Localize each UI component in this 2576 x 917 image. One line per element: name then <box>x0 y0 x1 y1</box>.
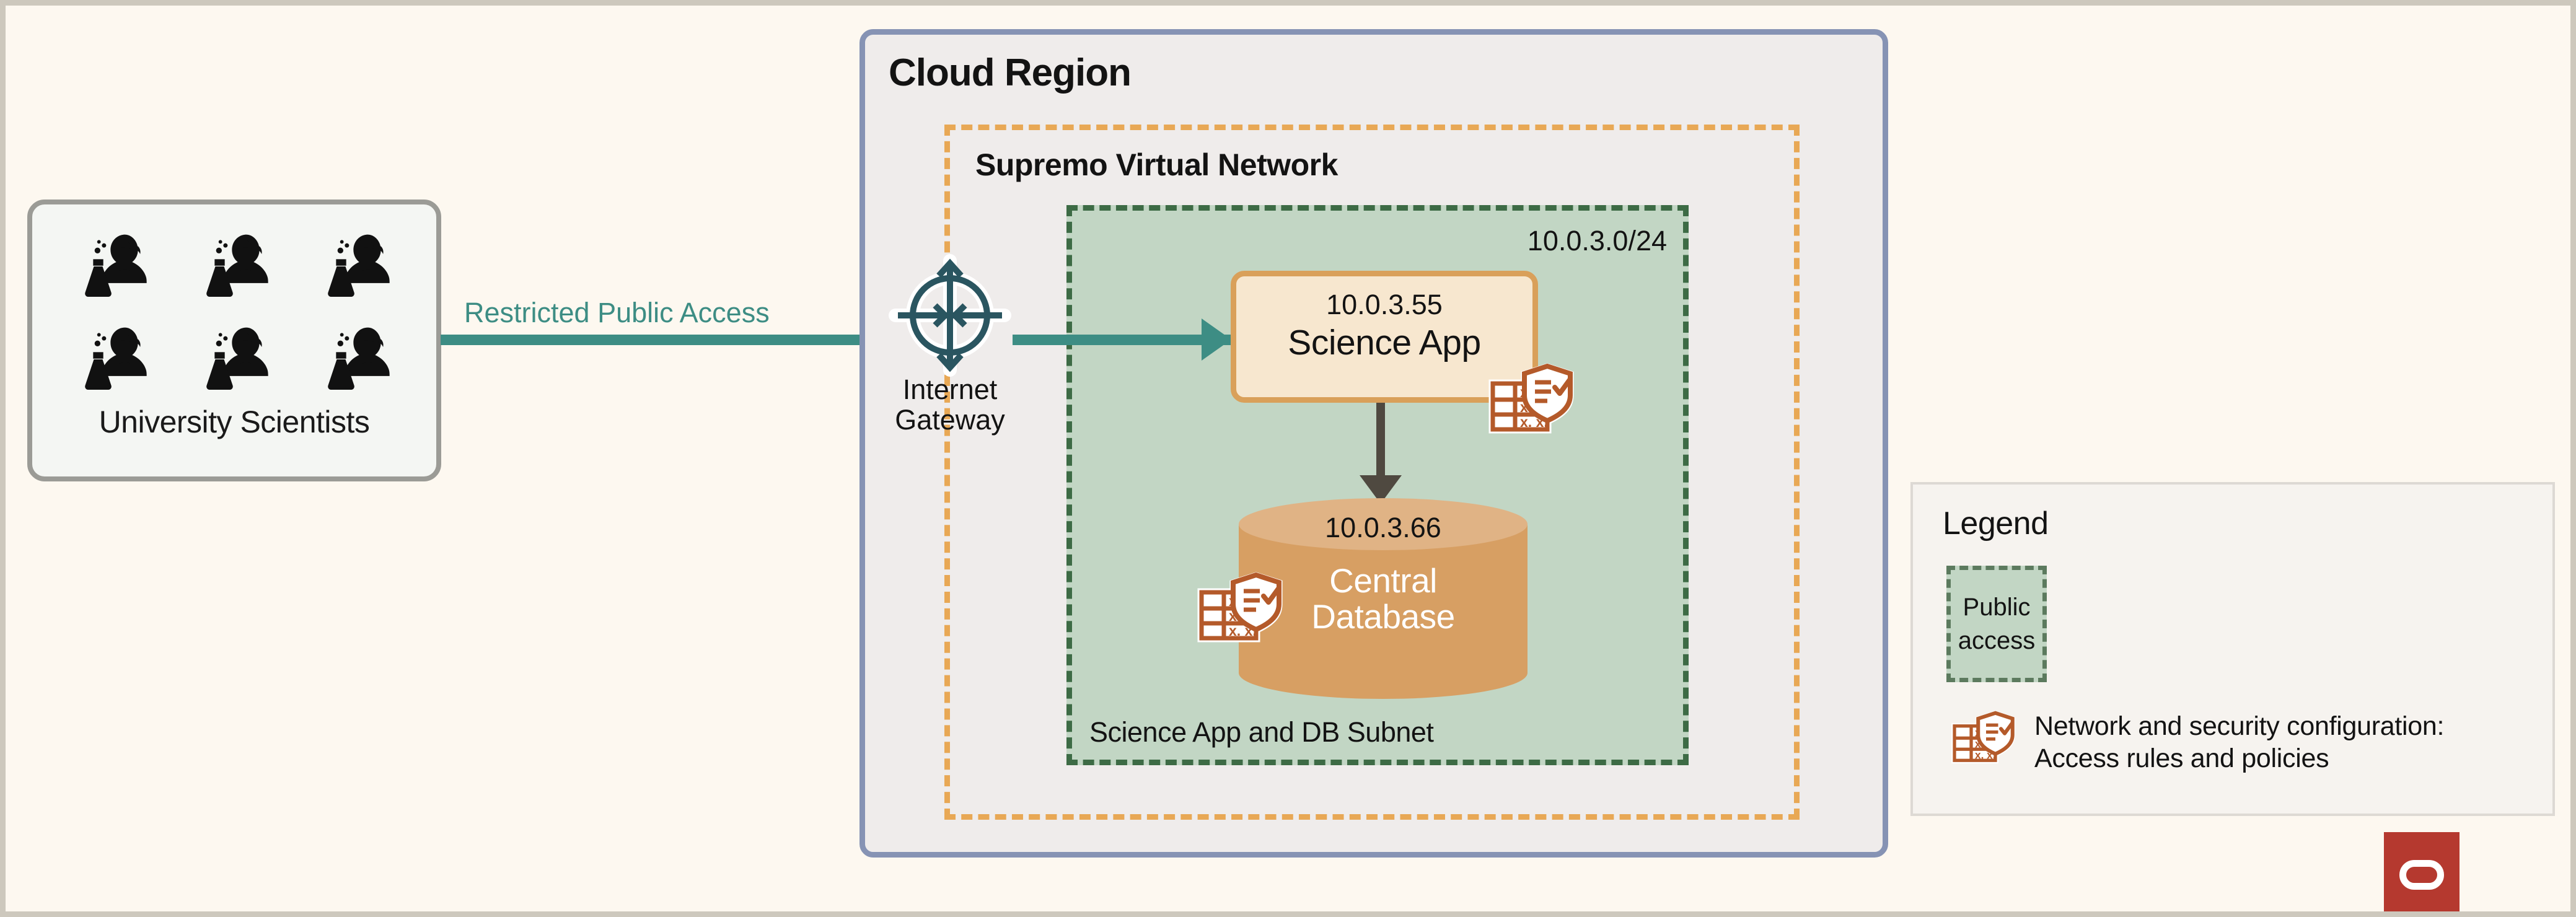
university-scientists-group: University Scientists <box>27 200 441 481</box>
restricted-public-access-line <box>441 335 899 345</box>
oracle-logo-mark <box>2399 860 2444 890</box>
science-app-ip: 10.0.3.55 <box>1326 289 1443 320</box>
legend-public-access-line1: Public <box>1963 594 2031 621</box>
central-database-ip: 10.0.3.66 <box>1325 512 1441 543</box>
network-security-config-icon: x. x. x. x. <box>1951 711 2015 764</box>
legend-panel: Legend Public access x. x. x. x. <box>1910 482 2555 816</box>
supremo-virtual-network-container <box>944 125 1800 820</box>
scientist-icon <box>85 327 147 390</box>
scientist-icon <box>85 234 147 297</box>
oracle-logo <box>2384 832 2460 911</box>
central-database-name-line2: Database <box>1311 597 1455 636</box>
internet-gateway-label: Internet Gateway <box>876 374 1024 436</box>
science-app-to-database-line <box>1376 403 1385 480</box>
science-app-node: 10.0.3.55 Science App <box>1231 271 1538 403</box>
legend-public-access-swatch: Public access <box>1946 566 2047 682</box>
scientist-icon <box>206 327 268 390</box>
network-security-config-icon: x. x. x. x. <box>1197 572 1283 643</box>
cloud-region-title: Cloud Region <box>889 51 1132 94</box>
database-cylinder-top <box>1239 498 1528 550</box>
university-scientists-label: University Scientists <box>99 405 370 439</box>
restricted-public-access-label: Restricted Public Access <box>464 297 770 328</box>
subnet-name-label: Science App and DB Subnet <box>1089 716 1434 748</box>
science-app-name: Science App <box>1288 323 1481 362</box>
legend-public-access-line2: access <box>1958 627 2036 654</box>
subnet-cidr-label: 10.0.3.0/24 <box>1527 225 1667 257</box>
legend-security-entry-line1: Network and security configuration: <box>2034 711 2445 741</box>
gateway-to-science-app-arrowhead <box>1202 318 1231 361</box>
central-database-name: Central Database <box>1239 563 1528 635</box>
internet-gateway-node: Internet Gateway <box>888 253 1012 439</box>
scientist-icon <box>206 234 268 297</box>
legend-title: Legend <box>1943 506 2049 542</box>
central-database-node: 10.0.3.66 Central Database <box>1239 498 1528 699</box>
legend-security-entry-text: Network and security configuration: Acce… <box>2034 710 2444 775</box>
scientist-icon-grid <box>57 220 421 406</box>
gateway-to-science-app-line <box>1013 335 1233 345</box>
network-security-config-icon: x. x. x. x. <box>1488 363 1574 434</box>
internet-gateway-label-line2: Gateway <box>895 403 1005 436</box>
internet-gateway-label-line1: Internet <box>902 374 998 405</box>
legend-security-entry-line2: Access rules and policies <box>2034 744 2329 774</box>
central-database-name-line1: Central <box>1329 561 1437 600</box>
internet-gateway-icon <box>889 254 1011 377</box>
scientist-icon <box>328 327 390 390</box>
scientist-icon <box>328 234 390 297</box>
supremo-virtual-network-title: Supremo Virtual Network <box>975 147 1338 182</box>
